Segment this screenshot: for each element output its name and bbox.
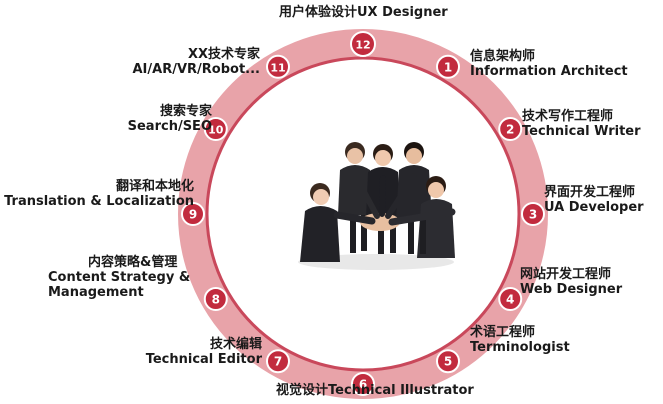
node-2: 2 (498, 117, 523, 141)
node-10: 10 (203, 117, 228, 141)
node-number: 4 (506, 293, 514, 307)
node-circle (498, 117, 523, 141)
role-name-zh: 界面开发工程师 (544, 185, 636, 200)
role-name-zh: XX技术专家 (187, 47, 260, 62)
role-name-en: UA Developer (544, 199, 644, 215)
role-label-6: 视觉设计Technical Illustrator (276, 383, 474, 399)
node-number: 12 (355, 39, 370, 52)
role-name-en: Search/SEO (127, 118, 212, 134)
node-circle (498, 287, 523, 311)
node-number: 7 (274, 355, 282, 369)
node-number: 2 (506, 123, 514, 137)
role-name-zh: 技术写作工程师 (522, 109, 614, 124)
inner-ring (205, 56, 521, 372)
node-circle (266, 54, 290, 79)
node-circle (436, 349, 460, 374)
node-number: 5 (444, 355, 452, 369)
role-name-en: Translation & Localization (4, 193, 194, 209)
role-name-zh: 内容策略&管理 (88, 255, 178, 270)
node-3: 3 (521, 202, 545, 226)
node-9: 9 (181, 202, 205, 226)
role-name-en-line2: Management (48, 284, 144, 300)
team-people-image (298, 142, 456, 270)
role-name-zh: 视觉设计Technical Illustrator (276, 383, 474, 398)
person-front-left (300, 183, 340, 262)
node-number: 11 (270, 61, 285, 74)
node-number: 6 (359, 378, 367, 392)
node-6: 6 (351, 372, 375, 396)
role-name-en: AI/AR/VR/Robot... (132, 61, 261, 77)
role-name-en: Web Designer (520, 281, 623, 297)
node-circle (181, 202, 205, 226)
node-number: 10 (208, 124, 224, 137)
node-circle (203, 287, 228, 311)
person-back-left (338, 142, 372, 215)
role-name-en: Terminologist (470, 339, 570, 355)
role-name-zh: 技术编辑 (209, 337, 262, 352)
node-number: 3 (529, 208, 537, 222)
node-circle (436, 54, 460, 79)
node-4: 4 (498, 287, 523, 311)
role-name-zh: 术语工程师 (470, 325, 536, 340)
node-number: 1 (444, 60, 452, 74)
role-name-en: Information Architect (470, 63, 628, 79)
node-12: 12 (350, 31, 376, 57)
node-circle (266, 349, 290, 374)
node-5: 5 (436, 349, 460, 374)
role-name-zh: 用户体验设计UX Designer (279, 5, 448, 20)
role-name-zh: 网站开发工程师 (520, 267, 612, 282)
node-circle (203, 117, 228, 141)
node-circle (350, 31, 376, 57)
role-name-zh: 翻译和本地化 (115, 179, 194, 194)
role-name-zh: 信息架构师 (470, 49, 536, 64)
node-number: 9 (189, 208, 197, 222)
role-name-en: Technical Editor (145, 351, 262, 367)
role-name-en: Technical Writer (522, 123, 641, 139)
node-7: 7 (266, 349, 290, 374)
node-number: 8 (212, 293, 220, 307)
node-8: 8 (203, 287, 228, 311)
role-label-12: 用户体验设计UX Designer (279, 5, 448, 21)
node-circle (351, 372, 375, 396)
role-name-en: Content Strategy & (48, 269, 191, 285)
role-name-zh: 搜索专家 (159, 104, 212, 119)
node-11: 11 (266, 54, 290, 79)
node-circle (521, 202, 545, 226)
node-1: 1 (436, 54, 460, 79)
